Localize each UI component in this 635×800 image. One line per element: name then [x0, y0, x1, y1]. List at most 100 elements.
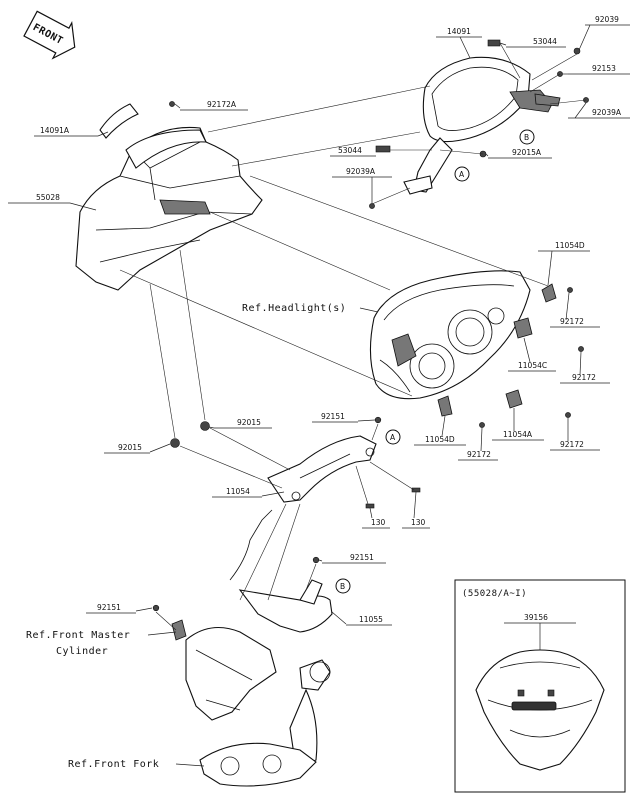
- label-130-b: 130: [402, 491, 430, 529]
- label-11054A: 11054A: [492, 408, 544, 441]
- bolt-130-a: [365, 503, 375, 509]
- label-11054: 11054: [212, 487, 285, 498]
- label-92153-text: 92153: [592, 64, 616, 73]
- label-11054D-top-text: 11054D: [555, 241, 585, 250]
- inset-title: (55028/A~I): [462, 589, 527, 599]
- ref-front-fork: Ref.Front Fork: [68, 759, 205, 770]
- callout-b-lower-text: B: [340, 582, 345, 591]
- ref-headlight-text: Ref.Headlight(s): [242, 303, 346, 314]
- label-11055: 11055: [331, 611, 392, 626]
- label-92172-b: 92172: [560, 351, 610, 384]
- label-92172A: 92172A: [174, 100, 248, 111]
- master-cylinder-clamp: [171, 619, 187, 641]
- label-92015-right: 92015: [208, 418, 272, 429]
- bracket-11054D-bot: [437, 395, 453, 417]
- label-92151-mid-text: 92151: [350, 553, 374, 562]
- callout-b-lower: B: [335, 578, 351, 594]
- label-55028: 55028: [8, 193, 97, 211]
- front-direction-badge: FRONT: [23, 10, 76, 60]
- label-11054C-text: 11054C: [518, 361, 547, 370]
- ref-front-master-cylinder: Ref.Front Master Cylinder: [26, 630, 177, 657]
- fork-bracket-frame: [185, 626, 331, 787]
- stay-11054: [267, 435, 377, 503]
- label-92015-right-text: 92015: [237, 418, 261, 427]
- inset-panel: (55028/A~I) 39156: [454, 579, 626, 793]
- bracket-11054D-top: [541, 283, 557, 303]
- guide-lines: [119, 42, 587, 631]
- headlight-assembly: [369, 270, 531, 400]
- label-11054D-bot-text: 11054D: [425, 435, 455, 444]
- label-92039A-right-text: 92039A: [592, 108, 622, 117]
- bolt-130-b: [411, 487, 421, 493]
- label-14091A: 14091A: [34, 126, 109, 137]
- ref-front-fork-text: Ref.Front Fork: [68, 759, 159, 770]
- label-92151-top-text: 92151: [321, 412, 345, 421]
- label-14091-text: 14091: [447, 27, 471, 36]
- label-92015A: 92015A: [485, 148, 552, 159]
- label-92151-top: 92151: [312, 412, 376, 423]
- bolt-92151-top: [374, 416, 382, 424]
- upper-cowl-55028: [75, 126, 263, 291]
- label-53044-mid: 53044: [330, 146, 376, 157]
- ref-master-cyl-line2: Cylinder: [56, 646, 108, 657]
- callout-a-lower: A: [385, 429, 401, 445]
- bracket-11055: [229, 509, 333, 633]
- label-92151-left-text: 92151: [97, 603, 121, 612]
- label-92039-text: 92039: [595, 15, 619, 24]
- label-92151-mid: 92151: [318, 553, 386, 564]
- bolt-92039A-left: [369, 203, 375, 209]
- callout-a-upper-text: A: [459, 170, 465, 179]
- label-130-a-text: 130: [371, 518, 386, 527]
- label-92015-left-text: 92015: [118, 443, 142, 452]
- ref-master-cyl-line1: Ref.Front Master: [26, 630, 130, 641]
- label-130-a: 130: [362, 507, 390, 529]
- label-11055-text: 11055: [359, 615, 383, 624]
- bolt-92039: [573, 47, 581, 55]
- label-39156-text: 39156: [524, 613, 548, 622]
- label-92151-left: 92151: [86, 603, 153, 614]
- bracket-11054A: [505, 389, 523, 409]
- bolt-92172-b: [578, 346, 584, 352]
- ref-headlight: Ref.Headlight(s): [242, 303, 379, 314]
- bolt-92172A: [169, 101, 175, 107]
- grommet-92015-left: [170, 438, 180, 448]
- windscreen-14091A: [99, 103, 139, 139]
- bracket-11054C: [513, 317, 533, 339]
- label-53044-top-text: 53044: [533, 37, 557, 46]
- bolt-92172-a: [567, 287, 573, 293]
- bolt-92151-mid: [312, 556, 320, 564]
- label-11054C: 11054C: [508, 337, 556, 372]
- callout-b-upper: B: [519, 129, 535, 145]
- label-92172-b-text: 92172: [572, 373, 596, 382]
- grommet-92015-right: [200, 421, 210, 431]
- label-92015A-text: 92015A: [512, 148, 542, 157]
- callout-a-upper: A: [454, 166, 470, 182]
- meter-cover-14091: [403, 56, 561, 195]
- grommet-53044-mid: [375, 145, 391, 153]
- label-92039A-left: 92039A: [332, 167, 392, 203]
- label-92172A-text: 92172A: [207, 100, 237, 109]
- label-92172-d: 92172: [550, 418, 600, 451]
- front-mask-trim: [125, 129, 207, 169]
- label-11054D-top: 11054D: [538, 241, 590, 286]
- label-92039A-right: 92039A: [568, 102, 630, 119]
- label-11054D-bot: 11054D: [414, 415, 466, 446]
- label-14091: 14091: [436, 27, 482, 59]
- callout-b-upper-text: B: [524, 133, 529, 142]
- inset-emblem-39156: [511, 701, 557, 711]
- label-92172-c-text: 92172: [467, 450, 491, 459]
- label-55028-text: 55028: [36, 193, 60, 202]
- label-92172-c: 92172: [458, 427, 498, 461]
- bolt-92151-left: [152, 604, 160, 612]
- label-92039: 92039: [578, 15, 630, 51]
- label-92015-left: 92015: [104, 443, 171, 454]
- label-130-b-text: 130: [411, 518, 426, 527]
- label-92039A-left-text: 92039A: [346, 167, 376, 176]
- bolt-92172-c: [479, 422, 485, 428]
- callout-a-lower-text: A: [390, 433, 396, 442]
- label-92172-d-text: 92172: [560, 440, 584, 449]
- label-11054-text: 11054: [226, 487, 250, 496]
- label-53044-top: 53044: [499, 37, 566, 48]
- label-92172-a-text: 92172: [560, 317, 584, 326]
